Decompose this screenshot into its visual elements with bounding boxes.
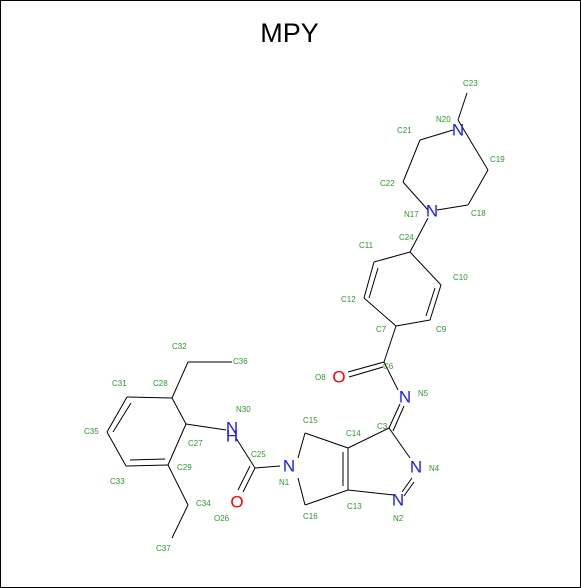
label-n30: N30 [236, 405, 251, 414]
label-c23: C23 [463, 79, 478, 88]
atom-n1: N [283, 457, 295, 476]
label-c21: C21 [397, 126, 412, 135]
label-c9: C9 [436, 325, 447, 334]
label-c28: C28 [153, 379, 168, 388]
urea-linkage [185, 423, 281, 493]
label-c11: C11 [359, 241, 374, 250]
label-n1: N1 [279, 478, 290, 487]
label-c36: C36 [233, 357, 248, 366]
label-c32: C32 [172, 342, 187, 351]
label-c19: C19 [490, 155, 505, 164]
label-c33: C33 [110, 477, 125, 486]
atom-o8: O [332, 368, 345, 387]
label-c22: C22 [380, 179, 395, 188]
label-c7: C7 [376, 325, 387, 334]
bicyclic-core [297, 427, 415, 506]
atom-n17: N [426, 202, 438, 221]
atom-n30: N [226, 419, 238, 438]
label-c24: C24 [399, 233, 414, 242]
label-c29: C29 [177, 463, 192, 472]
label-c12: C12 [341, 295, 356, 304]
label-o8: O8 [315, 373, 326, 382]
label-n20: N20 [436, 115, 451, 124]
atom-n2: N [392, 491, 404, 510]
benzene-ring [363, 217, 442, 363]
atom-n20: N [452, 121, 464, 140]
label-c3: C3 [377, 422, 388, 431]
label-c16: C16 [303, 512, 318, 521]
atom-h30: H [226, 427, 238, 446]
label-c31: C31 [112, 379, 127, 388]
atom-o26: O [230, 493, 243, 512]
carbonyl-imine [347, 361, 405, 432]
label-c27: C27 [188, 439, 203, 448]
label-c35: C35 [84, 427, 99, 436]
label-n2: N2 [393, 514, 404, 523]
label-c34: C34 [196, 499, 211, 508]
label-c37: C37 [156, 544, 171, 553]
piperazine-ring [402, 92, 489, 211]
label-c14: C14 [346, 429, 361, 438]
label-c25: C25 [251, 450, 266, 459]
label-n5: N5 [418, 389, 429, 398]
atom-n5: N [399, 388, 411, 407]
molecule-title: MPY [260, 18, 319, 48]
label-n4: N4 [429, 464, 440, 473]
heteroatom-labels: N N O N N H N N N O [226, 121, 464, 512]
label-n17: N17 [404, 210, 419, 219]
label-o26: O26 [214, 514, 230, 523]
label-c6: C6 [383, 362, 394, 371]
atom-index-labels: C23 N20 C21 C19 C22 N17 C18 C24 C11 C10 … [84, 79, 505, 553]
label-c15: C15 [303, 416, 318, 425]
atom-n4: N [410, 458, 422, 477]
label-c18: C18 [471, 209, 486, 218]
label-c10: C10 [453, 273, 468, 282]
diethylphenyl-ring [106, 361, 232, 539]
label-c13: C13 [347, 502, 362, 511]
